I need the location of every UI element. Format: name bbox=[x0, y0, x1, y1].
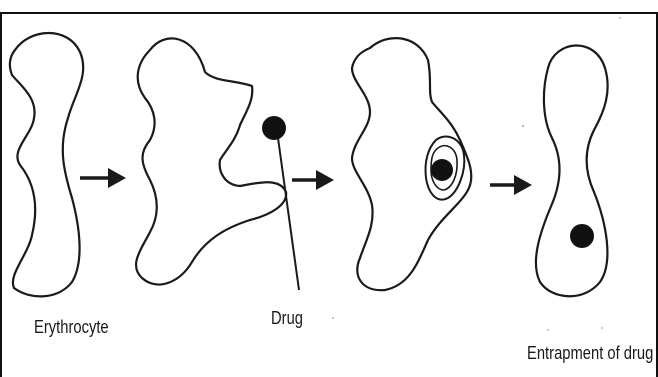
arrow-1 bbox=[80, 168, 126, 188]
background-specks bbox=[332, 17, 621, 331]
drug-pointer-line bbox=[278, 138, 299, 290]
erythrocyte-cell-4 bbox=[536, 45, 608, 296]
erythrocyte-cell-1 bbox=[10, 33, 83, 296]
arrow-2 bbox=[292, 170, 334, 190]
erythrocyte-label: Erythrocyte bbox=[34, 318, 109, 336]
engulfed-drug-particle bbox=[431, 159, 453, 181]
erythrocyte-cell-3 bbox=[352, 38, 471, 290]
entrapped-drug-particle bbox=[570, 224, 594, 248]
arrow-3 bbox=[490, 175, 532, 195]
erythrocyte-cell-2 bbox=[136, 38, 286, 284]
drug-label: Drug bbox=[271, 309, 303, 327]
drug-particle bbox=[262, 116, 286, 140]
entrapment-of-drug-label: Entrapment of drug bbox=[527, 344, 653, 362]
